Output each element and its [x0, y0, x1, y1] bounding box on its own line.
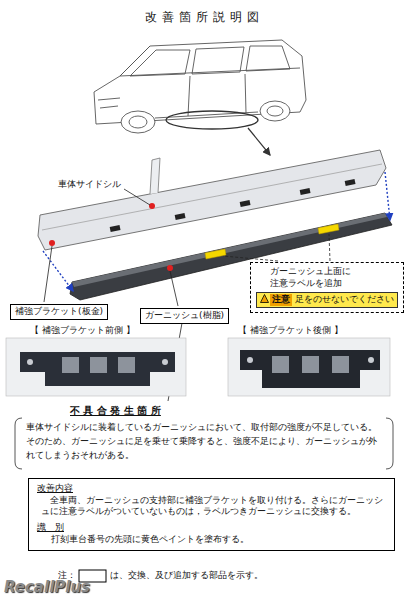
bracket [15, 418, 22, 469]
part-box: 補強ブラケット(板金) [10, 304, 108, 320]
callout-box: ガーニッシュ上面に 注意ラベルを追加注意足をのせないでください [250, 262, 404, 313]
watermark: RecallPlus [4, 578, 90, 598]
highlight-ellipse [166, 111, 258, 129]
part-box: ガーニッシュ(樹脂) [140, 308, 229, 324]
remedy-box: 改善内容全車両、ガーニッシュの支持部に補強ブラケットを取り付ける。さらにガーニッ… [28, 478, 395, 551]
title: 改善箇所説明図 [145, 10, 264, 26]
bracket-photo-rear [228, 338, 390, 396]
node-text: 足をのせないでください [295, 294, 394, 306]
node-text: 改善内容 [37, 483, 386, 495]
photo-caption: 【 補強ブラケット後側 】 [238, 325, 343, 337]
part-label: 車体サイドシル [58, 179, 121, 191]
warning-icon [260, 294, 269, 303]
node-text: 識 別 [37, 522, 386, 534]
node-text: ガーニッシュ上面に 注意ラベルを追加 [270, 266, 362, 289]
car-drawing [94, 40, 306, 133]
warning-label: 注意足をのせないでください [256, 292, 398, 308]
guide-line [385, 172, 390, 220]
photo-caption: 【 補強ブラケット前側 】 [30, 325, 135, 337]
node-text: 全車両、ガーニッシュの支持部に補強ブラケットを取り付ける。さらにガーニッシュに注… [41, 495, 386, 518]
node-text: 注意 [270, 294, 292, 306]
arrow [248, 128, 270, 155]
note-text: は、交換、及び追加する部品を示す。 [110, 570, 263, 582]
guide-line [43, 251, 73, 291]
node-text: 打刻車台番号の先頭に黄色ペイントを塗布する。 [51, 534, 386, 546]
bracket-photo-front [6, 338, 186, 396]
defect-description: 車体サイドシルに装着しているガーニッシュにおいて、取付部の強度が不足している。そ… [26, 421, 384, 463]
section-heading: 不 具 合 発 生 箇 所 [70, 404, 161, 417]
node-text: ガーニッシュ(樹脂) [145, 310, 224, 322]
node-text: 補強ブラケット(板金) [15, 306, 103, 318]
bracket [386, 418, 393, 469]
